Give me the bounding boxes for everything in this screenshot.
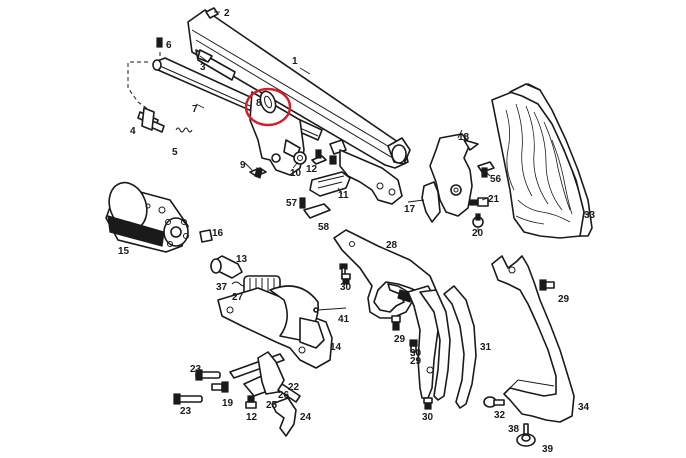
part-screw-29-b — [391, 315, 401, 331]
part-spring-5 — [175, 127, 193, 133]
callout-33: 33 — [584, 210, 596, 221]
callout-7: 7 — [192, 104, 198, 115]
leader-lines — [195, 11, 590, 232]
callout-26: 26 — [278, 390, 290, 401]
part-screw-30 — [423, 397, 433, 410]
part-screw-12-upper — [311, 149, 327, 165]
part-screw-29-c — [409, 339, 418, 353]
part-plunger-4 — [137, 107, 165, 133]
callout-39: 39 — [542, 444, 554, 455]
callout-21: 21 — [488, 194, 500, 205]
callout-38: 38 — [508, 424, 520, 435]
callout-29-c: 29 — [558, 294, 570, 305]
callout-12-lower: 12 — [246, 412, 258, 423]
callout-5: 5 — [172, 147, 178, 158]
part-lanyard-ring-39 — [516, 423, 536, 447]
callout-41: 41 — [338, 314, 350, 325]
callout-18: 18 — [458, 132, 470, 143]
callout-20: 20 — [472, 228, 484, 239]
callout-8: 8 — [256, 98, 262, 109]
part-grip-strap-31 — [443, 285, 477, 409]
callout-2: 2 — [224, 8, 230, 19]
part-screw-30-upper — [341, 273, 351, 285]
part-pin-6 — [156, 37, 163, 48]
callout-4: 4 — [130, 126, 136, 137]
part-bolt-11 — [309, 171, 351, 197]
callout-29-a: 29 — [394, 334, 406, 345]
callout-30-a: 30 — [340, 282, 352, 293]
callout-32: 32 — [494, 410, 506, 421]
part-screw-20 — [472, 213, 484, 228]
callout-37: 37 — [216, 282, 228, 293]
callout-14: 14 — [330, 342, 342, 353]
part-grips — [491, 83, 593, 239]
callout-17: 17 — [404, 204, 416, 215]
callout-24: 24 — [300, 412, 312, 423]
callout-19: 19 — [222, 398, 234, 409]
callout-13: 13 — [236, 254, 248, 265]
callout-34: 34 — [578, 402, 590, 413]
part-spring-58 — [303, 203, 331, 219]
part-nipple-16 — [199, 229, 213, 243]
part-screw-9 — [249, 167, 267, 179]
part-screw-32 — [483, 396, 505, 408]
callout-58: 58 — [318, 222, 330, 233]
callout-30-b: 30 — [422, 412, 434, 423]
part-screw-21 — [469, 197, 489, 207]
callout-10: 10 — [290, 168, 302, 179]
callout-22: 22 — [288, 382, 300, 393]
part-frame-8 — [249, 90, 305, 176]
part-frame-14 — [217, 285, 333, 369]
callout-56: 56 — [490, 174, 502, 185]
callout-31: 31 — [480, 342, 492, 353]
part-bolt-spring — [277, 383, 301, 403]
part-hammer — [429, 133, 479, 217]
callout-27: 27 — [232, 292, 244, 303]
callout-16: 16 — [212, 228, 224, 239]
callout-9: 9 — [240, 160, 246, 171]
part-cylinder — [105, 181, 189, 253]
highlight-circle — [244, 87, 292, 127]
part-arbor-13 — [210, 255, 243, 279]
callout-3: 3 — [200, 62, 206, 73]
callout-11: 11 — [338, 190, 349, 201]
part-pin-41 — [313, 307, 347, 313]
part-screw-29-d — [539, 279, 555, 291]
part-trigger-24 — [271, 397, 297, 437]
callout-28: 28 — [386, 240, 398, 251]
part-screw-19 — [211, 381, 229, 393]
callout-15: 15 — [118, 246, 130, 257]
callout-1: 1 — [292, 56, 298, 67]
assembly-dash-line — [127, 61, 153, 113]
part-sight-2 — [205, 7, 219, 19]
part-screw-23-upper — [195, 369, 221, 381]
part-frame-rear — [339, 149, 403, 205]
callout-12-upper: 12 — [306, 164, 318, 175]
part-screw-12-lower — [245, 395, 257, 409]
callout-23-lower: 23 — [180, 406, 192, 417]
part-pin-57 — [299, 197, 306, 209]
callout-6: 6 — [166, 40, 172, 51]
callout-23-upper: 23 — [190, 364, 202, 375]
callout-30-c: 30 — [410, 348, 422, 359]
callout-57: 57 — [286, 198, 298, 209]
callout-25: 25 — [266, 400, 278, 411]
callout-29-b: 29 — [410, 356, 422, 367]
part-pin-10 — [293, 151, 307, 165]
callout-labels: 1 2 3 4 5 6 7 8 9 10 11 12 12 13 14 15 1… — [118, 8, 596, 455]
part-backstrap-34 — [491, 255, 575, 423]
part-screw-23-lower — [173, 393, 203, 405]
